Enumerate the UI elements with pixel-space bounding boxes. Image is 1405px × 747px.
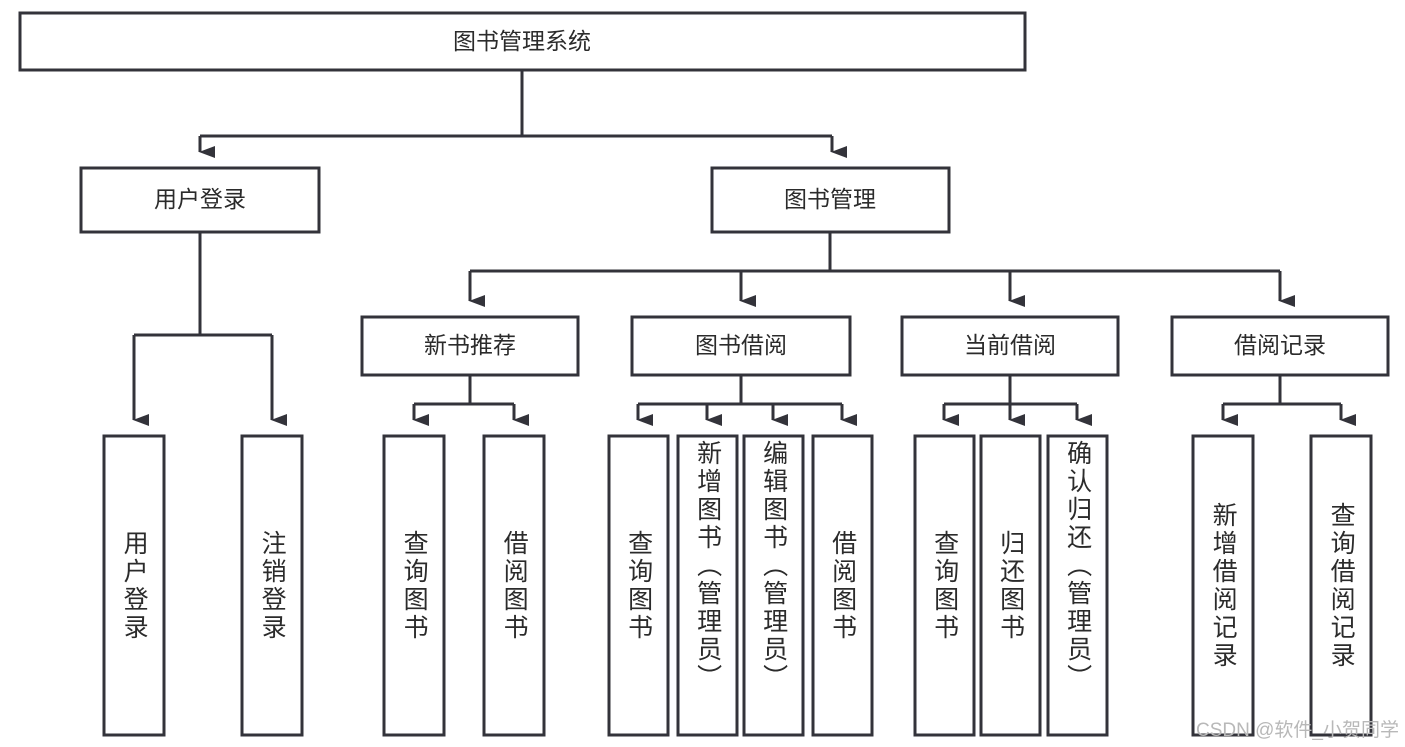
node-root-label: 图书管理系统 bbox=[453, 28, 591, 54]
connector-bookmanage-to-level3 bbox=[468, 232, 1295, 307]
node-leaf-add-book[interactable] bbox=[676, 434, 739, 737]
leaf-label-add-record-wrap: 新增借阅记录 bbox=[1193, 436, 1253, 735]
leaf-label-borrow-book-1-wrap: 借阅图书 bbox=[484, 436, 544, 735]
node-leaf-confirm-return[interactable] bbox=[1046, 434, 1109, 737]
leaf-label-return-book-wrap: 归还图书 bbox=[981, 436, 1040, 735]
node-current-borrow[interactable] bbox=[900, 315, 1120, 377]
leaf-label-borrow-book-2: 借阅图书 bbox=[828, 529, 857, 642]
leaf-label-add-book-wrap: 新增图书（管理员） bbox=[678, 440, 737, 731]
leaf-label-user-login-wrap: 用户登录 bbox=[104, 436, 164, 735]
node-leaf-return-book[interactable] bbox=[979, 434, 1042, 737]
leaf-label-borrow-book-1: 借阅图书 bbox=[500, 529, 529, 642]
node-leaf-user-login[interactable] bbox=[102, 434, 166, 737]
node-book-manage[interactable] bbox=[710, 166, 951, 234]
connector-userlogin-to-leaves bbox=[132, 232, 287, 426]
leaf-label-query-book-3: 查询图书 bbox=[930, 529, 959, 642]
leaf-label-return-book: 归还图书 bbox=[996, 529, 1025, 642]
node-leaf-borrow-book-1[interactable] bbox=[482, 434, 546, 737]
node-borrow-record[interactable] bbox=[1170, 315, 1390, 377]
leaf-label-confirm-return-wrap: 确认归还（管理员） bbox=[1048, 440, 1107, 731]
node-leaf-query-book-1[interactable] bbox=[382, 434, 446, 737]
leaf-label-query-record-wrap: 查询借阅记录 bbox=[1311, 436, 1371, 735]
node-user-login-label: 用户登录 bbox=[154, 186, 246, 212]
leaf-label-query-book-1-wrap: 查询图书 bbox=[384, 436, 444, 735]
node-leaf-query-book-2[interactable] bbox=[607, 434, 670, 737]
node-leaf-borrow-book-2[interactable] bbox=[811, 434, 874, 737]
node-new-book-rec-label: 新书推荐 bbox=[424, 332, 516, 358]
node-leaf-add-record[interactable] bbox=[1191, 434, 1255, 737]
node-new-book-rec[interactable] bbox=[360, 315, 580, 377]
leaf-label-logout-wrap: 注销登录 bbox=[242, 436, 302, 735]
leaf-label-add-record: 新增借阅记录 bbox=[1209, 501, 1238, 670]
leaf-label-query-book-3-wrap: 查询图书 bbox=[915, 436, 974, 735]
leaf-label-edit-book: 编辑图书（管理员） bbox=[759, 440, 788, 692]
leaf-label-user-login: 用户登录 bbox=[120, 529, 149, 642]
leaf-label-confirm-return: 确认归还（管理员） bbox=[1063, 440, 1092, 692]
leaf-label-query-book-2-wrap: 查询图书 bbox=[609, 436, 668, 735]
connector-newbook-to-leaves bbox=[412, 375, 529, 426]
connector-root-to-level2 bbox=[198, 70, 847, 158]
node-leaf-query-record[interactable] bbox=[1309, 434, 1373, 737]
node-book-borrow-label: 图书借阅 bbox=[695, 332, 787, 358]
node-book-borrow[interactable] bbox=[630, 315, 852, 377]
leaf-label-query-record: 查询借阅记录 bbox=[1327, 501, 1356, 670]
node-user-login[interactable] bbox=[79, 166, 321, 234]
leaf-label-query-book-1: 查询图书 bbox=[400, 529, 429, 642]
csdn-watermark: CSDN @软件_小贺同学 bbox=[1196, 720, 1399, 741]
leaf-label-edit-book-wrap: 编辑图书（管理员） bbox=[744, 440, 803, 731]
leaf-label-logout: 注销登录 bbox=[258, 529, 287, 642]
node-leaf-query-book-3[interactable] bbox=[913, 434, 976, 737]
node-leaf-edit-book[interactable] bbox=[742, 434, 805, 737]
node-root[interactable] bbox=[18, 11, 1027, 72]
connector-bookborrow-to-leaves bbox=[636, 375, 857, 426]
node-borrow-record-label: 借阅记录 bbox=[1234, 332, 1326, 358]
node-current-borrow-label: 当前借阅 bbox=[964, 332, 1056, 358]
node-book-manage-label: 图书管理 bbox=[784, 186, 876, 212]
leaf-label-query-book-2: 查询图书 bbox=[624, 529, 653, 642]
connector-borrowrecord-to-leaves bbox=[1221, 375, 1356, 426]
connector-currentborrow-to-leaves bbox=[942, 375, 1092, 426]
leaf-label-add-book: 新增图书（管理员） bbox=[693, 440, 722, 692]
node-leaf-logout[interactable] bbox=[240, 434, 304, 737]
leaf-label-borrow-book-2-wrap: 借阅图书 bbox=[813, 436, 872, 735]
